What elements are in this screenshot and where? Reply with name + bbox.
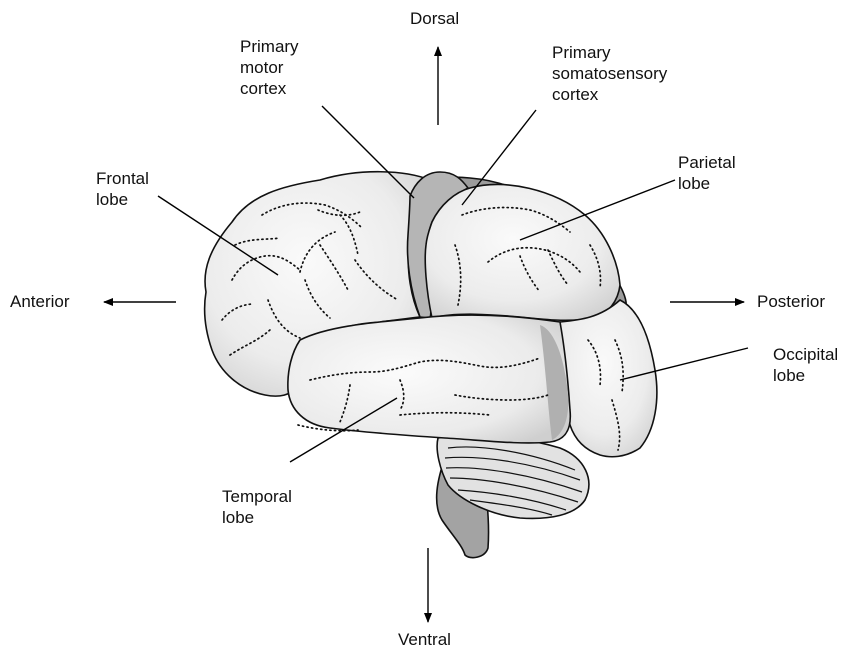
label-line: Primary (552, 42, 667, 63)
posterior-text: Posterior (757, 292, 825, 311)
posterior-label: Posterior (757, 291, 825, 312)
label-line: lobe (678, 173, 736, 194)
label-line: Frontal (96, 168, 149, 189)
ventral-text: Ventral (398, 630, 451, 649)
temporal-lobe (288, 315, 570, 443)
label-line: cortex (240, 78, 299, 99)
anterior-label: Anterior (10, 291, 70, 312)
label-line: cortex (552, 84, 667, 105)
label-line: Parietal (678, 152, 736, 173)
dorsal-text: Dorsal (410, 9, 459, 28)
frontal-lobe-label: Frontal lobe (96, 168, 149, 210)
parietal-lobe (425, 184, 620, 320)
label-line: lobe (773, 365, 838, 386)
label-line: Primary (240, 36, 299, 57)
occipital-lobe (560, 300, 657, 457)
primary-somatosensory-cortex-label: Primary somatosensory cortex (552, 42, 667, 105)
label-line: lobe (96, 189, 149, 210)
label-line: Occipital (773, 344, 838, 365)
label-line: motor (240, 57, 299, 78)
ventral-label: Ventral (398, 629, 451, 650)
occipital-lobe-label: Occipital lobe (773, 344, 838, 386)
label-line: somatosensory (552, 63, 667, 84)
parietal-lobe-label: Parietal lobe (678, 152, 736, 194)
dorsal-label: Dorsal (410, 8, 459, 29)
label-line: Temporal (222, 486, 292, 507)
label-line: lobe (222, 507, 292, 528)
temporal-lobe-label: Temporal lobe (222, 486, 292, 528)
primary-motor-cortex-label: Primary motor cortex (240, 36, 299, 99)
anterior-text: Anterior (10, 292, 70, 311)
